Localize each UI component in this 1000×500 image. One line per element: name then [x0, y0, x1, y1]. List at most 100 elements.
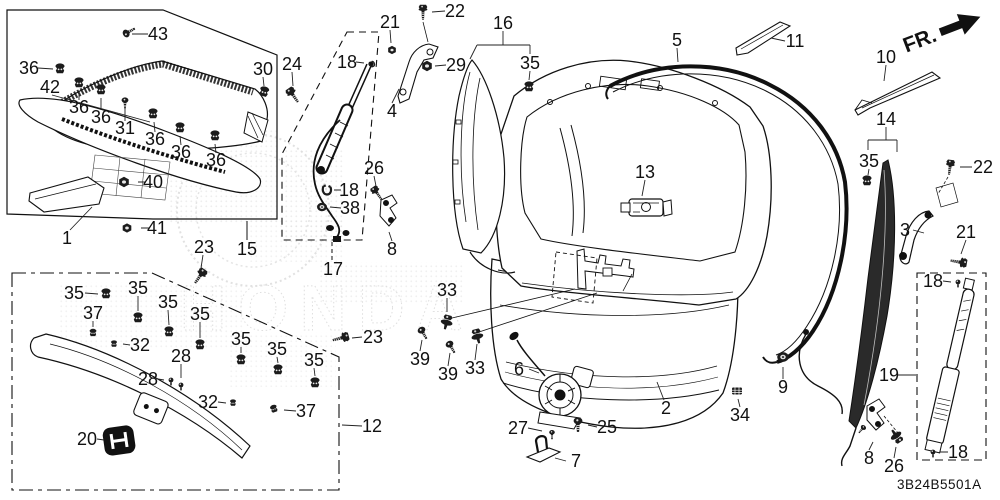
part-callout-35: 35: [266, 339, 288, 359]
part-callout-33: 33: [436, 280, 458, 300]
part-callout-23: 23: [193, 237, 215, 257]
part-callout-13: 13: [634, 162, 656, 182]
part-callout-36: 36: [18, 58, 40, 78]
stud-clip-icon: [929, 448, 937, 459]
part-callout-38: 38: [339, 198, 361, 218]
trim-clip-icon: [269, 403, 279, 414]
part-callout-7: 7: [570, 451, 582, 471]
fr-label: FR.: [900, 24, 940, 58]
grommet-icon: [777, 352, 789, 362]
nut-icon: [422, 60, 432, 72]
part-callout-30: 30: [252, 59, 274, 79]
part-callout-32: 32: [129, 335, 151, 355]
pillar-garnish-left: [452, 59, 516, 274]
part-callout-36: 36: [170, 142, 192, 162]
part-callout-4: 4: [386, 101, 398, 121]
part-callout-39: 39: [409, 349, 431, 369]
part-callout-12: 12: [361, 416, 383, 436]
grommet-icon: [317, 202, 327, 212]
part-callout-24: 24: [281, 54, 303, 74]
part-callout-37: 37: [295, 401, 317, 421]
part-callout-42: 42: [39, 77, 61, 97]
part-callout-22: 22: [444, 1, 466, 21]
part-callout-31: 31: [114, 118, 136, 138]
part-callout-33: 33: [464, 358, 486, 378]
part-callout-27: 27: [507, 418, 529, 438]
nut-icon: [388, 45, 396, 55]
part-callout-35: 35: [127, 278, 149, 298]
stud-clip-icon: [177, 381, 185, 392]
latch-assembly: [509, 331, 594, 463]
part-callout-41: 41: [146, 218, 168, 238]
leader-lines: [37, 10, 972, 462]
part-callout-3: 3: [899, 220, 911, 240]
weatherstrip: [605, 64, 849, 415]
bolt-icon: [944, 158, 956, 176]
clamp-icon: [731, 387, 743, 395]
part-callout-32: 32: [197, 392, 219, 412]
power-strut-left: [312, 61, 374, 242]
part-callout-36: 36: [90, 107, 112, 127]
tailgate-frame: [495, 59, 772, 306]
part-callout-35: 35: [303, 350, 325, 370]
part-callout-43: 43: [147, 24, 169, 44]
part-callout-15: 15: [236, 239, 258, 259]
part-callout-10: 10: [875, 47, 897, 67]
part-callout-35: 35: [63, 283, 85, 303]
pillar-garnish-right: [840, 159, 896, 467]
part-callout-35: 35: [230, 329, 252, 349]
trim-clip-icon: [74, 77, 84, 88]
strut-group-box: [281, 31, 380, 241]
part-callout-25: 25: [596, 417, 618, 437]
nut-icon: [122, 223, 132, 233]
fr-direction-indicator: FR.: [900, 14, 981, 58]
part-callout-34: 34: [729, 405, 751, 425]
screw-icon: [121, 24, 138, 39]
part-callout-8: 8: [863, 448, 875, 468]
nut-icon: [119, 176, 129, 188]
strut-brackets: [379, 194, 899, 434]
part-callout-19: 19: [878, 365, 900, 385]
part-callout-17: 17: [322, 259, 344, 279]
license-bracket: [451, 248, 635, 333]
part-callout-36: 36: [205, 150, 227, 170]
strut19-group-box: [916, 272, 987, 461]
part-callout-23: 23: [362, 327, 384, 347]
part-callout-18: 18: [336, 52, 358, 72]
trim-clip-icon: [55, 63, 65, 74]
upper-garnish-strips: [735, 21, 942, 116]
stud-clip-icon: [954, 278, 962, 289]
stay-bracket-right: [899, 176, 959, 265]
bolt-icon: [949, 255, 969, 269]
part-callout-40: 40: [142, 172, 164, 192]
part-callout-14: 14: [875, 109, 897, 129]
part-callout-20: 20: [76, 429, 98, 449]
part-callout-39: 39: [437, 364, 459, 384]
trim-clip-icon: [862, 175, 872, 186]
part-callout-18: 18: [947, 442, 969, 462]
part-callout-1: 1: [61, 228, 73, 248]
group-boxes: [6, 9, 987, 491]
part-callout-37: 37: [82, 303, 104, 323]
part-callout-28: 28: [137, 369, 159, 389]
trim-clip-icon: [230, 399, 236, 406]
part-callout-35: 35: [519, 53, 541, 73]
part-callout-22: 22: [972, 157, 994, 177]
part-callout-28: 28: [170, 346, 192, 366]
bolt-icon: [283, 85, 303, 106]
tailgate-hinge: [397, 21, 439, 104]
part-callout-16: 16: [492, 13, 514, 33]
part-callout-26: 26: [883, 456, 905, 476]
part-callout-2: 2: [660, 398, 672, 418]
part-callout-29: 29: [445, 55, 467, 75]
bolt-icon: [418, 4, 428, 21]
diagram-code: 3B24B5501A: [897, 477, 982, 492]
part-callout-18: 18: [338, 180, 360, 200]
rear-camera-unit: [620, 198, 673, 217]
bolt-washer-icon: [887, 426, 906, 446]
part-callout-21: 21: [379, 12, 401, 32]
garnish-group-box: [11, 272, 340, 491]
screw-icon: [548, 429, 556, 440]
